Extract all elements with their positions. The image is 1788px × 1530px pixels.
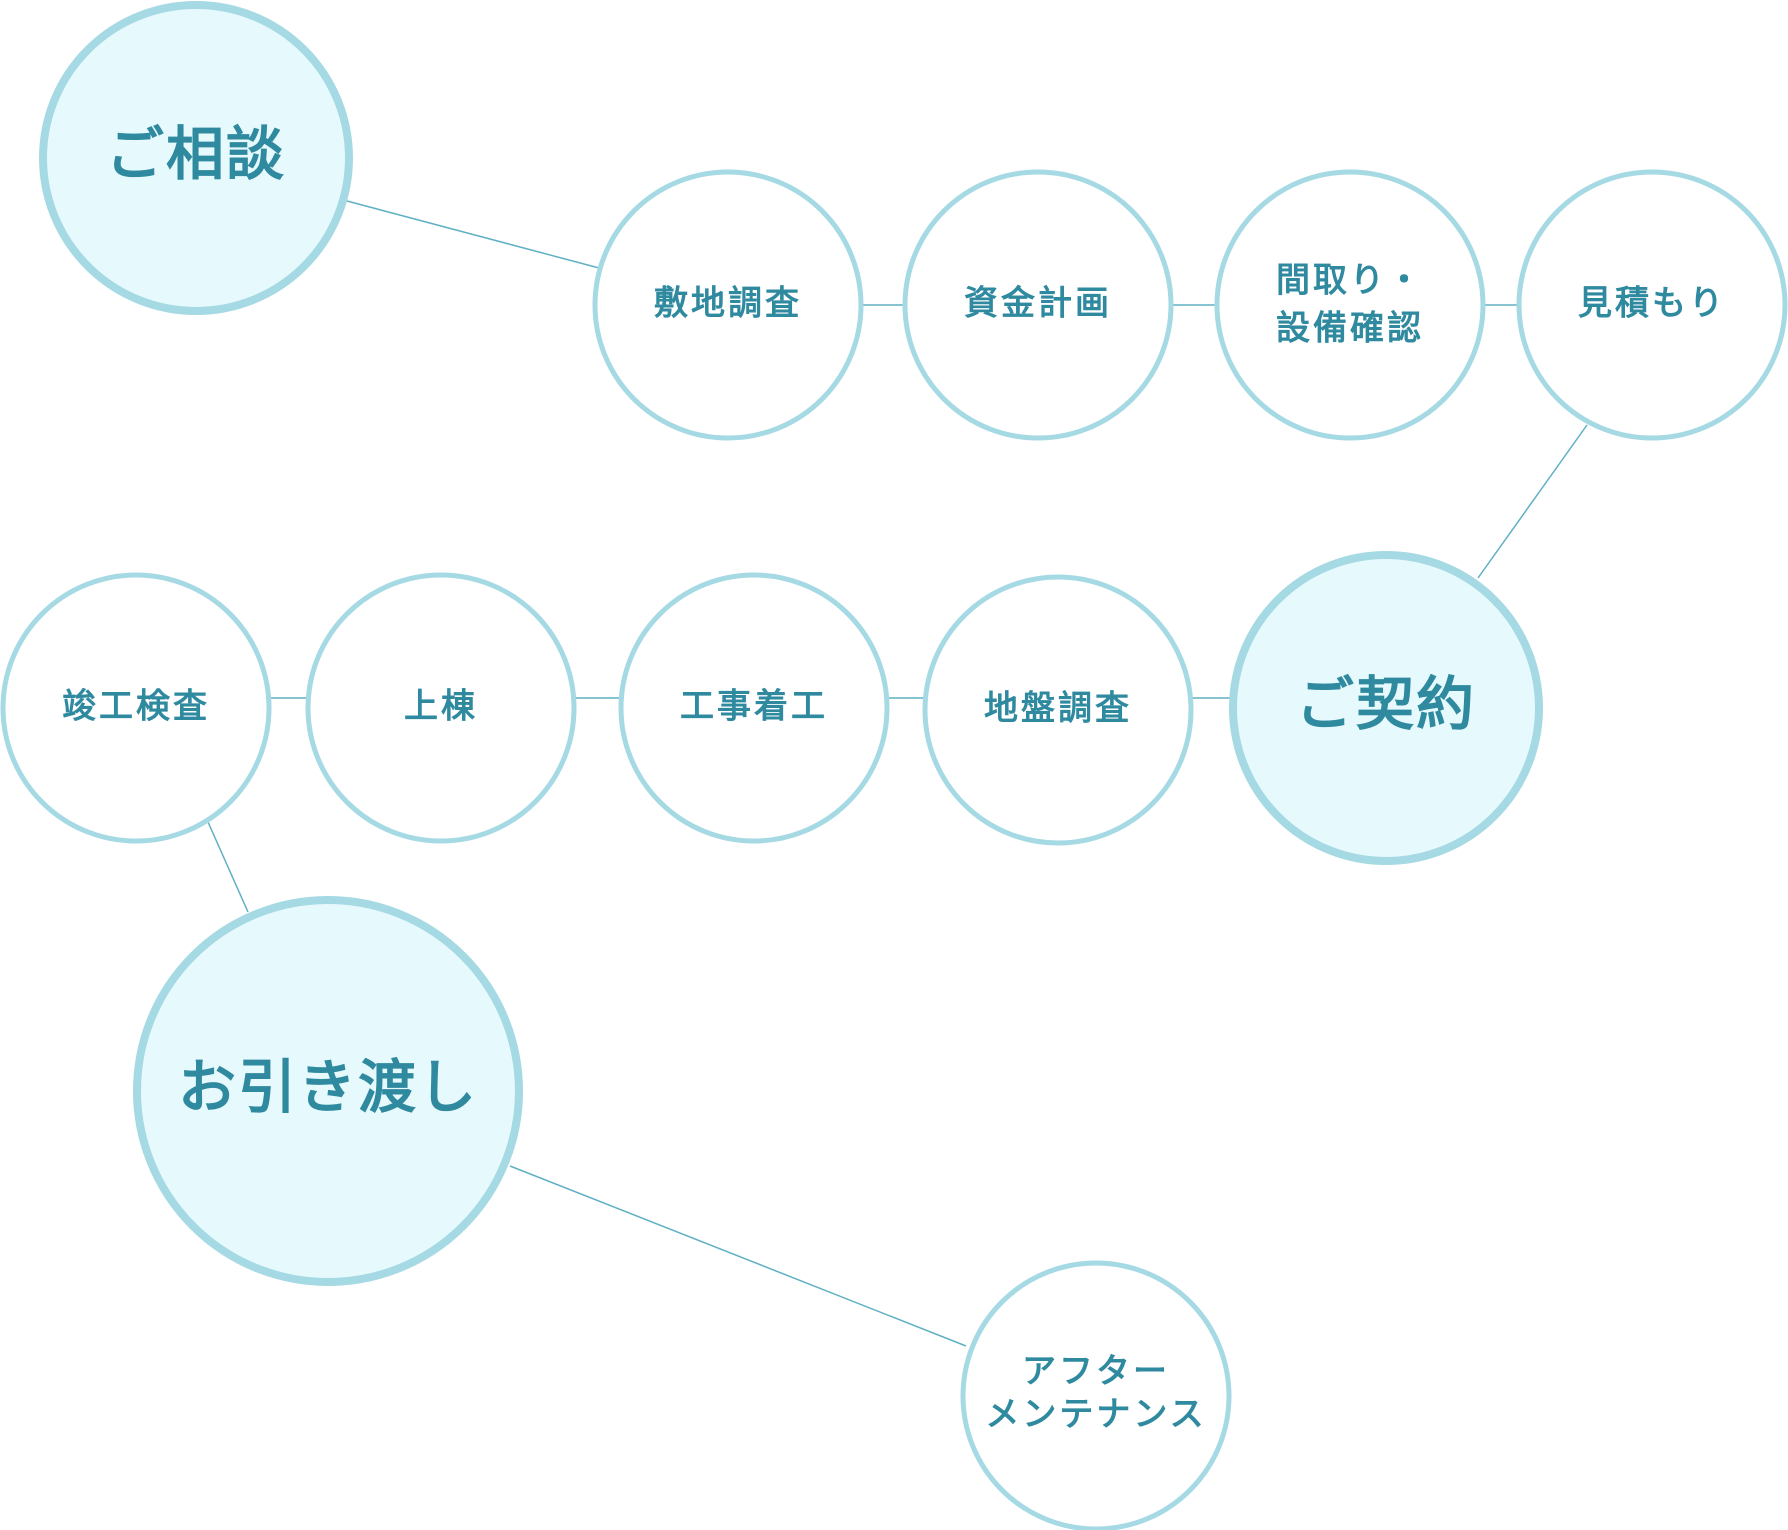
connector-consultation-site-survey: [346, 200, 600, 269]
funding-plan-label: 資金計画: [964, 284, 1112, 324]
framing-label: 上棟: [404, 687, 478, 727]
estimate-label: 見積もり: [1578, 284, 1726, 324]
layout-check-label-line1: 間取り・: [1276, 261, 1424, 301]
node-consultation: ご相談: [39, 1, 353, 315]
aftercare-label-line1: アフター: [1022, 1352, 1170, 1392]
connector-estimate-contract: [1477, 424, 1588, 579]
node-handover: お引き渡し: [133, 896, 523, 1286]
connector-inspection-handover: [207, 821, 249, 913]
handover-label: お引き渡し: [178, 1053, 478, 1121]
aftercare-circle: [960, 1260, 1232, 1530]
layout-check-circle: [1214, 169, 1486, 441]
construction-start-label: 工事着工: [680, 687, 828, 727]
handover-circle: [133, 896, 523, 1286]
completion-inspection-label: 竣工検査: [62, 687, 210, 727]
layout-check-label-line2: 設備確認: [1276, 309, 1424, 349]
estimate-circle: [1516, 169, 1788, 441]
node-layout-check: 間取り・ 設備確認: [1214, 169, 1486, 441]
contract-label: ご契約: [1296, 670, 1476, 738]
funding-plan-circle: [902, 169, 1174, 441]
node-framing: 上棟: [305, 572, 577, 844]
connectors: [207, 200, 1588, 1347]
site-survey-label: 敷地調査: [654, 284, 802, 324]
consultation-label: ご相談: [106, 120, 286, 188]
consultation-circle: [39, 1, 353, 315]
framing-circle: [305, 572, 577, 844]
site-survey-circle: [592, 169, 864, 441]
node-estimate: 見積もり: [1516, 169, 1788, 441]
construction-start-circle: [618, 572, 890, 844]
completion-inspection-circle: [0, 572, 272, 844]
aftercare-label-line2: メンテナンス: [985, 1395, 1206, 1435]
ground-survey-circle: [922, 574, 1194, 846]
node-ground-survey: 地盤調査: [922, 574, 1194, 846]
node-site-survey: 敷地調査: [592, 169, 864, 441]
node-completion-inspection: 竣工検査: [0, 572, 272, 844]
node-contract: ご契約: [1229, 551, 1543, 865]
node-funding-plan: 資金計画: [902, 169, 1174, 441]
ground-survey-label: 地盤調査: [984, 689, 1132, 729]
contract-circle: [1229, 551, 1543, 865]
node-construction-start: 工事着工: [618, 572, 890, 844]
connector-handover-aftercare: [509, 1165, 967, 1347]
node-aftercare: アフター メンテナンス: [960, 1260, 1232, 1530]
